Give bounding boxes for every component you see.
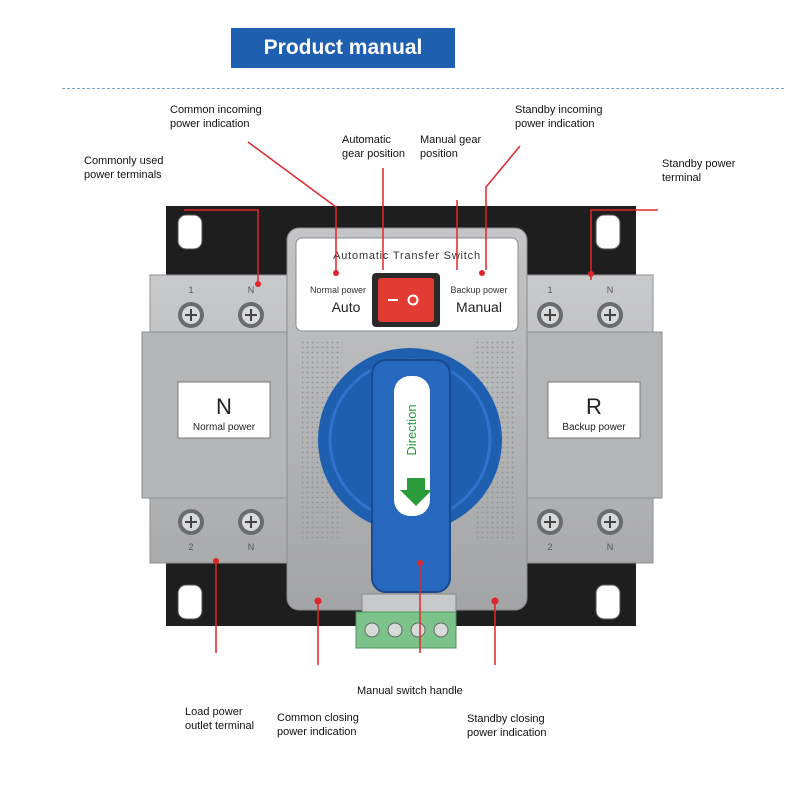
- callout-standby-incoming: [485, 145, 521, 270]
- left-module-letter: N: [216, 394, 232, 419]
- terminal-tl-1: 1: [188, 285, 193, 295]
- callout-commonly-used-terminals: [184, 209, 259, 282]
- right-module-caption: Backup power: [562, 422, 626, 433]
- device-header: Automatic Transfer Switch: [333, 250, 481, 262]
- terminal-br-2: 2: [547, 542, 552, 552]
- label-standby-closing: Standby closing power indication: [467, 713, 547, 739]
- screw-icon: [178, 302, 623, 535]
- terminal-block: [355, 593, 457, 649]
- terminal-bl-2: 2: [188, 542, 193, 552]
- title-banner: Product manual: [231, 28, 455, 68]
- label-automatic-gear: Automatic gear position: [342, 134, 405, 160]
- callout-common-incoming: [247, 141, 337, 272]
- down-arrow-icon: [400, 478, 432, 506]
- rocker-switch-icon[interactable]: [372, 273, 440, 327]
- manual-switch-handle[interactable]: Direction: [318, 348, 502, 593]
- callout-dots: [213, 271, 594, 566]
- left-module-caption: Normal power: [193, 422, 256, 433]
- auto-mode-label: Auto: [332, 299, 361, 315]
- normal-power-label: Normal power: [310, 285, 366, 295]
- backup-power-indicator: [479, 270, 485, 276]
- handle-direction-text: Direction: [404, 404, 419, 455]
- label-standby-terminal: Standby power terminal: [662, 158, 736, 184]
- label-manual-handle: Manual switch handle: [357, 685, 463, 697]
- label-common-closing: Common closing power indication: [277, 712, 359, 738]
- terminal-br-n: N: [607, 542, 614, 552]
- dashed-divider: [62, 88, 784, 89]
- label-commonly-used-terminals: Commonly used power terminals: [84, 155, 164, 181]
- manual-mode-label: Manual: [456, 299, 502, 315]
- label-standby-incoming: Standby incoming power indication: [515, 104, 603, 130]
- right-module: R Backup power 1 N 2 N: [511, 274, 663, 564]
- callout-standby-terminal: [590, 209, 658, 280]
- normal-power-indicator: [333, 270, 339, 276]
- backup-power-label: Backup power: [450, 285, 507, 295]
- terminal-tl-n: N: [248, 285, 255, 295]
- label-common-incoming: Common incoming power indication: [170, 104, 262, 130]
- terminal-bl-n: N: [248, 542, 255, 552]
- label-load-outlet: Load power outlet terminal: [185, 706, 255, 732]
- terminal-tr-n: N: [607, 285, 614, 295]
- terminal-tr-1: 1: [547, 285, 552, 295]
- label-manual-gear: Manual gear position: [420, 134, 482, 160]
- right-module-letter: R: [586, 394, 602, 419]
- callout-lines: [184, 141, 658, 665]
- left-module: N Normal power 1 N 2 N: [141, 274, 291, 564]
